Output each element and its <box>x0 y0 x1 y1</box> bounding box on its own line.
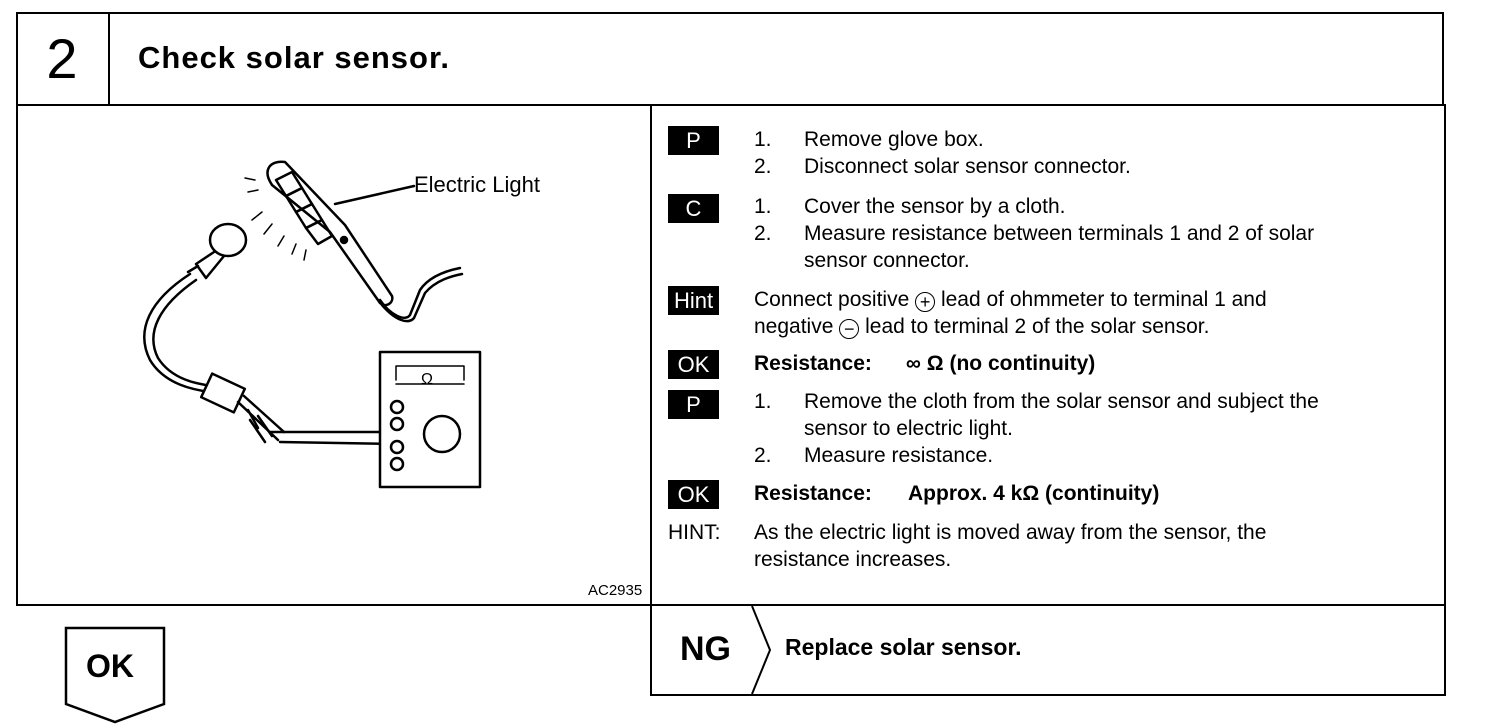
list-item: Disconnect solar sensor connector. <box>804 155 1131 178</box>
hint-text: resistance increases. <box>754 548 952 571</box>
ng-label: NG <box>680 630 731 668</box>
list-item: Cover the sensor by a cloth. <box>804 195 1066 218</box>
figure-code: AC2935 <box>588 582 643 599</box>
spec-label: Resistance: <box>754 482 872 505</box>
ok-label: OK <box>86 648 134 684</box>
list-item: Remove glove box. <box>804 128 984 151</box>
procedure-tag: P <box>668 390 719 419</box>
spec-value: ∞ Ω (no continuity) <box>906 352 1096 375</box>
hint-line: negative − lead to terminal 2 of the sol… <box>754 315 1210 339</box>
hint-line: Connect positive + lead of ohmmeter to t… <box>754 288 1267 312</box>
spec-label: Resistance: <box>754 352 872 375</box>
hint-text: As the electric light is moved away from… <box>754 521 1267 544</box>
list-number: 1. <box>754 390 772 413</box>
ng-result-box <box>652 604 1446 696</box>
plus-symbol: + <box>915 292 936 312</box>
step-title: Check solar sensor. <box>138 40 450 75</box>
step-number: 2 <box>46 27 78 90</box>
list-item-continued: sensor to electric light. <box>804 417 1013 440</box>
meter-symbol: Ω <box>421 371 433 388</box>
figure-callout: Electric Light <box>414 172 540 197</box>
list-number: 1. <box>754 128 772 151</box>
spec-value: Approx. 4 kΩ (continuity) <box>908 482 1160 505</box>
ok-tag: OK <box>668 350 719 379</box>
divider <box>108 12 110 106</box>
ng-action: Replace solar sensor. <box>785 634 1022 660</box>
list-number: 1. <box>754 195 772 218</box>
procedure-tag: P <box>668 126 719 155</box>
list-item: Remove the cloth from the solar sensor a… <box>804 390 1319 413</box>
list-number: 2. <box>754 222 772 245</box>
minus-symbol: − <box>839 319 860 339</box>
hint-label: HINT: <box>668 521 721 544</box>
check-tag: C <box>668 194 719 223</box>
ok-tag: OK <box>668 480 719 509</box>
list-item: Measure resistance between terminals 1 a… <box>804 222 1315 245</box>
list-item-continued: sensor connector. <box>804 249 970 272</box>
list-number: 2. <box>754 155 772 178</box>
divider <box>650 104 652 696</box>
solar-sensor-illustration: Ω <box>143 160 482 489</box>
list-item: Measure resistance. <box>804 444 994 467</box>
ng-chevron <box>751 605 772 695</box>
hint-tag: Hint <box>668 286 719 315</box>
step-header <box>16 12 1444 106</box>
list-number: 2. <box>754 444 772 467</box>
ok-arrow-shape <box>64 626 166 724</box>
